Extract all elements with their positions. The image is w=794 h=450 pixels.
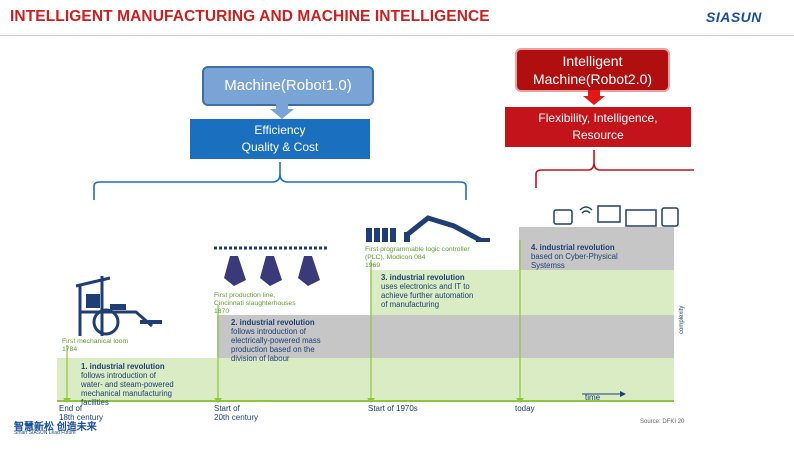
revolution-1-text: 1. industrial revolution follows introdu… (81, 362, 174, 407)
revolution-1-body-1: follows introduction of (81, 371, 156, 380)
revolution-3-title: 3. industrial revolution (381, 273, 465, 282)
timeline-marker-4 (516, 398, 524, 403)
milestone-plc-line2: (PLC), Modicon 084 (365, 254, 426, 261)
timeline-svg (57, 240, 674, 403)
milestone-production-line3: 1870 (214, 308, 230, 315)
milestone-loom-line1: First mechanical loom (62, 338, 129, 345)
revolution-2-text: 2. industrial revolution follows introdu… (231, 318, 321, 363)
machine2-line1: Intelligent (562, 53, 623, 69)
efficiency-line2: Quality & Cost (241, 140, 319, 154)
flexibility-box: Flexibility, Intelligence, Resource (505, 107, 691, 147)
milestone-loom-caption: First mechanical loom 1784 (62, 338, 128, 354)
revolution-2-body-1: follows introduction of (231, 327, 306, 336)
revolution-3-body-1: uses electronics and IT to (381, 282, 470, 291)
source-note: Source: DFKI 20 (640, 419, 685, 425)
efficiency-box: Efficiency Quality & Cost (190, 119, 370, 159)
down-arrow-blue-icon (270, 103, 294, 119)
plc-robot-arm-icon (366, 215, 490, 243)
revolution-1-body-4: facilities (81, 398, 109, 407)
complexity-axis: complexity (676, 300, 690, 334)
flexibility-line1: Flexibility, Intelligence, (538, 111, 658, 125)
footer-slogan-en: Smart SIASUN Lead Future (14, 430, 76, 436)
timeline-marker-2 (214, 398, 222, 403)
revolution-4-text: 4. industrial revolution based on Cyber-… (531, 243, 618, 270)
milestone-production-line2: Cincinnati slaughterhouses (214, 300, 296, 307)
milestone-plc-caption: First programmable logic controller (PLC… (365, 246, 470, 270)
timeline-label-1: End of 18th century (59, 404, 103, 422)
band-revolution-2 (217, 315, 674, 358)
revolution-4-body-2: Systemss (531, 261, 565, 270)
timeline-label-4-line1: today (515, 404, 535, 413)
timeline-label-1-line2: 18th century (59, 413, 104, 422)
revolution-4-body-1: based on Cyber-Physical (531, 252, 618, 261)
machine2-line2: Machine(Robot2.0) (532, 71, 653, 87)
timeline-label-4: today (515, 404, 535, 413)
band-revolution-4 (519, 227, 674, 270)
milestone-plc-line3: 1969 (365, 262, 381, 269)
revolution-4-title: 4. industrial revolution (531, 243, 615, 252)
header-divider (0, 35, 794, 36)
machine-robot2-box: Intelligent Machine(Robot2.0) (515, 48, 670, 92)
timeline-marker-1 (63, 398, 71, 403)
machine-robot1-box: Machine(Robot1.0) (202, 66, 374, 106)
timeline-label-3: Start of 1970s (368, 404, 418, 413)
milestone-production-line1: First production line, (214, 292, 276, 299)
efficiency-line1: Efficiency (254, 123, 306, 137)
complexity-axis-label: complexity (679, 305, 685, 334)
revolution-2-body-3: production based on the (231, 345, 315, 354)
timeline-label-3-line1: Start of 1970s (368, 404, 418, 413)
down-arrow-red-icon (583, 90, 605, 105)
flexibility-line2: Resource (572, 128, 624, 142)
slaughterhouse-line-icon (214, 246, 328, 286)
cyber-physical-devices-icon (553, 205, 679, 227)
right-brace (535, 150, 694, 188)
timeline-label-1-line1: End of (59, 404, 83, 413)
timeline-label-2-line2: 20th century (214, 413, 259, 422)
milestone-plc-line1: First programmable logic controller (365, 246, 470, 253)
revolution-1-body-3: mechanical manufacturing (81, 389, 173, 398)
band-revolution-3 (370, 270, 674, 315)
revolution-2-body-4: division of labour (231, 354, 290, 363)
left-brace (93, 162, 467, 200)
band-revolution-1 (57, 358, 674, 400)
time-arrow-head (620, 391, 626, 397)
timeline-label-2-line1: Start of (214, 404, 240, 413)
revolution-2-title: 2. industrial revolution (231, 318, 315, 327)
revolution-3-body-3: of manufacturing (381, 300, 440, 309)
revolution-3-text: 3. industrial revolution uses electronic… (381, 273, 473, 309)
time-axis-label: time (585, 393, 601, 402)
revolution-3-body-2: achieve further automation (381, 291, 474, 300)
timeline-label-2: Start of 20th century (214, 404, 258, 422)
timeline-marker-3 (367, 398, 375, 403)
milestone-production-caption: First production line, Cincinnati slaugh… (214, 292, 296, 316)
page-title: INTELLIGENT MANUFACTURING AND MACHINE IN… (10, 8, 490, 25)
mechanical-loom-icon (75, 276, 162, 336)
siasun-logo: SIASUN (706, 9, 762, 25)
revolution-2-body-2: electrically-powered mass (231, 336, 321, 345)
milestone-loom-line2: 1784 (62, 346, 78, 353)
revolution-1-body-2: water- and steam-powered (81, 380, 174, 389)
footer-slogan-cn: 智慧新松 创造未来 (14, 422, 97, 433)
revolution-1-title: 1. industrial revolution (81, 362, 165, 371)
